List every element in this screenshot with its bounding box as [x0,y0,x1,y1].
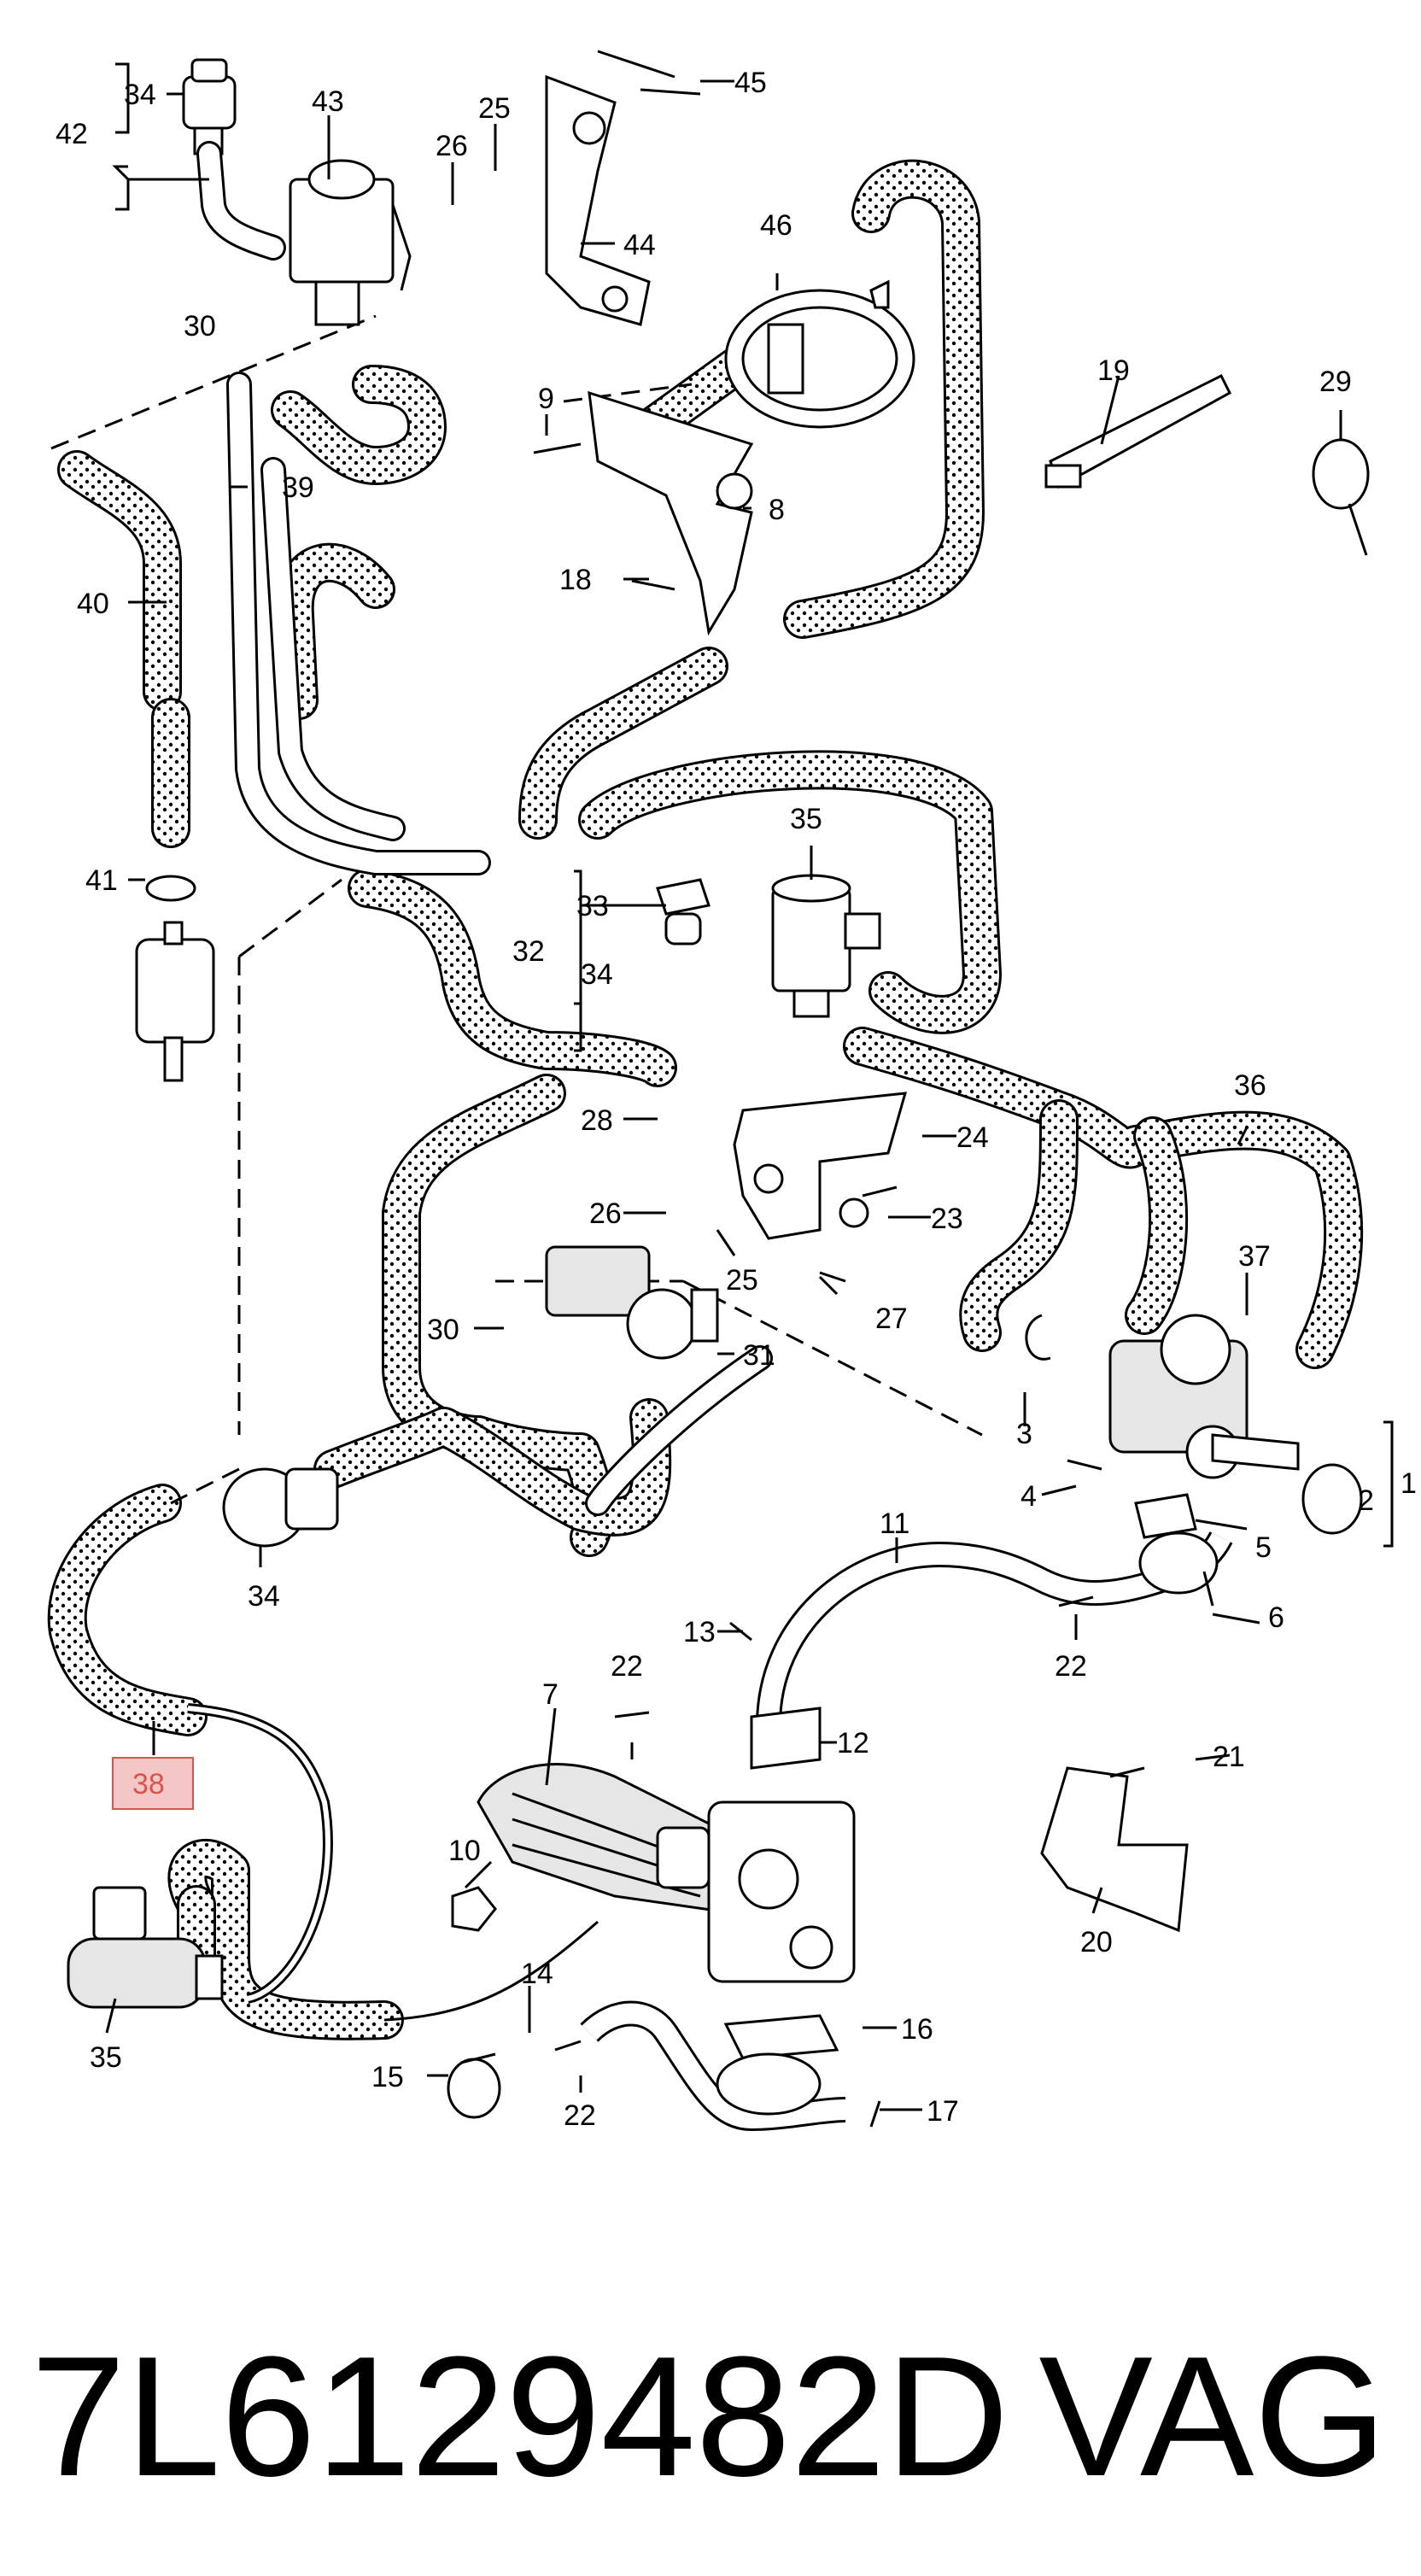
vacuum-unit-46 [724,279,915,429]
callout-25-top: 25 [478,92,511,125]
callout-46: 46 [760,209,792,242]
callout-43: 43 [312,85,344,118]
parts [67,50,1370,2128]
egr-valve-block [656,1800,856,1983]
callout-27: 27 [875,1303,908,1335]
callout-29: 29 [1319,366,1352,398]
callout-13: 13 [683,1616,716,1648]
callout-36: 36 [1234,1069,1266,1102]
callout-38: 38 [132,1768,165,1800]
gasket-2 [1301,1463,1363,1535]
callout-25-mid: 25 [726,1264,758,1297]
callout-20: 20 [1080,1926,1113,1958]
callout-30-top: 30 [184,310,216,342]
callout-22-top: 22 [611,1650,643,1683]
egr-valve-1 [1108,1314,1300,1479]
part-number: 7L6129482D [31,2321,1009,2512]
callout-33: 33 [576,890,609,922]
callout-32: 32 [512,935,545,968]
callout-39: 39 [282,471,314,504]
callout-44: 44 [623,229,656,261]
callout-26-top: 26 [436,130,468,162]
callout-24: 24 [956,1121,989,1154]
callout-labels: 34 42 43 26 25 45 44 46 30 9 19 29 39 8 … [56,67,1417,2132]
callout-30-mid: 30 [427,1314,459,1346]
flange-11 [1138,1531,1219,1595]
callout-22-right: 22 [1055,1650,1087,1683]
callout-21: 21 [1213,1741,1245,1773]
dashed-leaders [50,314,983,1505]
gasket-16 [723,2014,839,2060]
filter-34 [222,1467,339,1548]
callout-18: 18 [559,564,592,596]
thin-hoses-39 [226,372,773,1516]
callout-35-upper: 35 [790,803,822,835]
callout-6: 6 [1268,1601,1284,1634]
bracket-12 [750,1707,822,1770]
callout-31: 31 [743,1339,775,1372]
callout-7: 7 [542,1678,558,1711]
callout-17: 17 [927,2095,959,2128]
bolts [460,50,1214,2128]
callout-8: 8 [769,494,785,526]
vacuum-hoses [47,159,1364,2040]
callout-10: 10 [448,1835,481,1867]
callout-34-bottom: 34 [248,1580,280,1613]
callout-22-bottom: 22 [564,2099,596,2132]
nut-10 [451,1886,497,1932]
valve-31 [545,1245,719,1360]
flange-16 [716,2052,822,2116]
clamp-15 [447,2058,501,2119]
callout-15: 15 [371,2061,404,2093]
wire-3 [1025,1314,1051,1361]
solenoid-valve-35-upper [771,874,881,1018]
clip-19 [1044,373,1231,489]
cable-tie-29 [1312,438,1370,556]
solenoid-valve-35-lower [67,1886,224,2009]
callout-5: 5 [1255,1531,1272,1564]
part-number-footer: 7L6129482D VAG [0,2306,1421,2528]
callout-4: 4 [1020,1480,1037,1513]
callout-2: 2 [1358,1484,1374,1517]
callout-11: 11 [880,1508,909,1540]
callout-1: 1 [1401,1467,1417,1500]
callout-42: 42 [56,118,88,150]
callout-19: 19 [1097,354,1130,387]
highlighted-callout-38: 38 [112,1757,194,1810]
bracket-8 [588,390,754,636]
callout-45: 45 [734,67,767,99]
callout-leaders [105,62,1394,2111]
callout-9: 9 [538,383,554,415]
callout-35-lower: 35 [90,2041,122,2074]
callout-23: 23 [931,1203,963,1235]
exploded-parts-diagram: 34 42 43 26 25 45 44 46 30 9 19 29 39 8 … [47,50,1417,2132]
callout-28: 28 [581,1104,613,1137]
reservoir-top [182,58,286,261]
callout-3: 3 [1016,1418,1032,1450]
callout-26-mid: 26 [589,1197,622,1230]
callout-12: 12 [837,1727,869,1759]
t-piece-33 [656,878,710,946]
gasket-5 [1134,1493,1197,1539]
bracket-24 [733,1092,908,1240]
solenoid-valve-43 [289,159,412,326]
callout-34-top: 34 [124,79,156,111]
callout-34-mid: 34 [581,958,613,991]
brand-name: VAG [1038,2321,1387,2512]
callout-40: 40 [77,588,109,620]
filter-41 [135,875,215,1082]
callout-14: 14 [521,1958,553,1990]
bracket-20 [1040,1766,1189,1933]
callout-37: 37 [1238,1240,1271,1273]
callout-16: 16 [901,2013,933,2046]
bracket-44 [545,74,651,326]
callout-41: 41 [85,864,118,897]
